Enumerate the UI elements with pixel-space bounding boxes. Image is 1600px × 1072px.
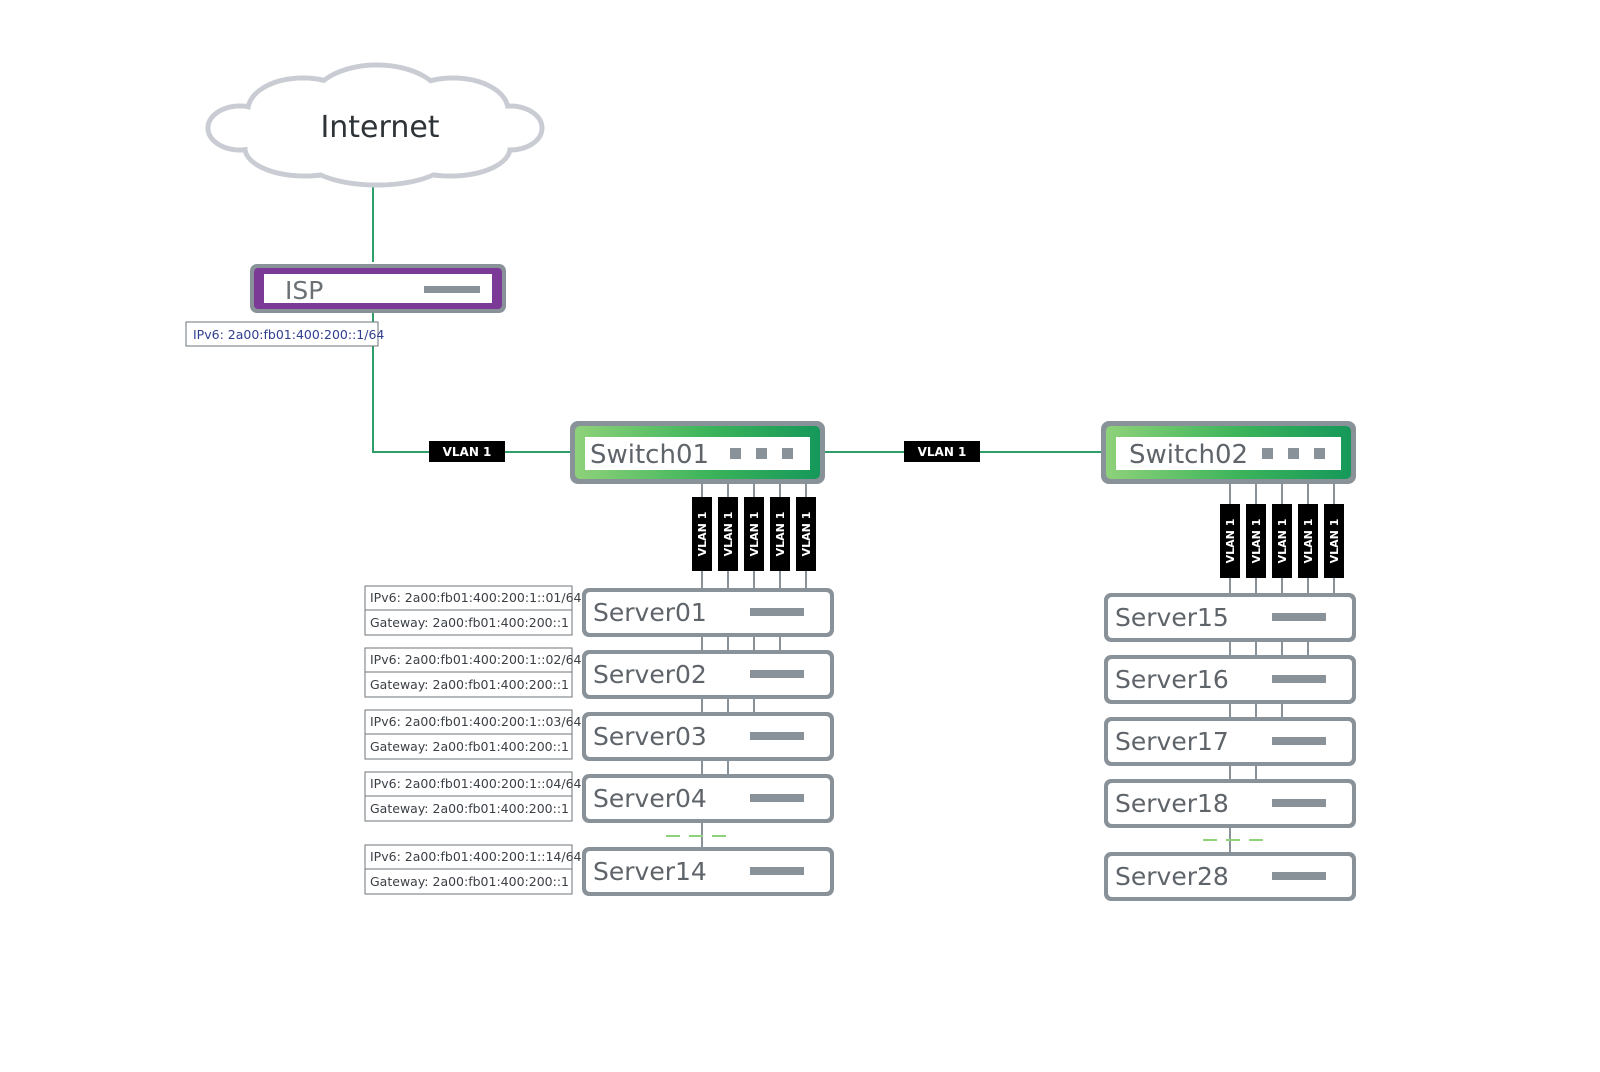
- server-label: Server01: [593, 598, 707, 627]
- isp-ipv6-label: IPv6: 2a00:fb01:400:200::1/64: [193, 327, 384, 342]
- server-gateway-label: Gateway: 2a00:fb01:400:200::1: [370, 874, 569, 889]
- server-label: Server15: [1115, 603, 1229, 632]
- vlan-tag-vertical: VLAN 1: [692, 497, 712, 571]
- switch02-port-dot: [1288, 448, 1299, 459]
- vlan-tag-vertical: VLAN 1: [1272, 504, 1292, 578]
- server-gateway-label: Gateway: 2a00:fb01:400:200::1: [370, 801, 569, 816]
- server-ip-box: IPv6: 2a00:fb01:400:200:1::04/64Gateway:…: [364, 771, 582, 822]
- server-port-indicator: [750, 670, 804, 678]
- server-gateway-label: Gateway: 2a00:fb01:400:200::1: [370, 615, 569, 630]
- server-left: Server01: [582, 588, 834, 637]
- server-ipv6-label: IPv6: 2a00:fb01:400:200:1::02/64: [370, 652, 582, 667]
- svg-text:VLAN 1: VLAN 1: [1328, 519, 1341, 564]
- server-ipv6-label: IPv6: 2a00:fb01:400:200:1::03/64: [370, 714, 582, 729]
- isp-label: ISP: [285, 276, 323, 305]
- vertical-vlan-tags: VLAN 1 VLAN 1 VLAN 1 VLAN 1 VLAN 1 VLAN 1 VLAN…: [692, 497, 1344, 578]
- vlan-tag-vertical: VLAN 1: [1220, 504, 1240, 578]
- svg-text:VLAN 1: VLAN 1: [722, 512, 735, 557]
- server-ipv6-label: IPv6: 2a00:fb01:400:200:1::04/64: [370, 776, 582, 791]
- link-isp-switch01: [372, 305, 572, 453]
- vlan-tag-switch01-switch02: VLAN 1: [904, 441, 980, 462]
- switch01-port-dot: [756, 448, 767, 459]
- server-port-indicator: [1272, 872, 1326, 880]
- svg-text:VLAN 1: VLAN 1: [1224, 519, 1237, 564]
- server-port-indicator: [1272, 799, 1326, 807]
- server-ipv6-label: IPv6: 2a00:fb01:400:200:1::01/64: [370, 590, 582, 605]
- vlan-tag-vertical: VLAN 1: [770, 497, 790, 571]
- vlan-tag-vertical: VLAN 1: [744, 497, 764, 571]
- svg-text:VLAN 1: VLAN 1: [1250, 519, 1263, 564]
- isp-router: ISP: [250, 264, 506, 313]
- server-right: Server28: [1104, 852, 1356, 901]
- server-label: Server04: [593, 784, 707, 813]
- server-right: Server15: [1104, 593, 1356, 642]
- isp-port-indicator: [424, 286, 480, 293]
- server-label: Server17: [1115, 727, 1229, 756]
- server-label: Server02: [593, 660, 707, 689]
- server-left: Server02: [582, 650, 834, 699]
- server-port-indicator: [750, 794, 804, 802]
- server-label: Server28: [1115, 862, 1229, 891]
- server-port-indicator: [750, 608, 804, 616]
- vlan-tag-vertical: VLAN 1: [718, 497, 738, 571]
- switch02-port-dot: [1314, 448, 1325, 459]
- svg-text:VLAN 1: VLAN 1: [748, 512, 761, 557]
- switch02: Switch02: [1101, 421, 1356, 484]
- switch02-port-dot: [1262, 448, 1273, 459]
- server-left: Server04: [582, 774, 834, 823]
- server-port-indicator: [1272, 737, 1326, 745]
- server-right: Server17: [1104, 717, 1356, 766]
- switch01-port-dot: [730, 448, 741, 459]
- server-label: Server03: [593, 722, 707, 751]
- server-label: Server16: [1115, 665, 1229, 694]
- server-label: Server18: [1115, 789, 1229, 818]
- links: [372, 183, 1102, 453]
- svg-text:VLAN 1: VLAN 1: [1276, 519, 1289, 564]
- server-ip-box: IPv6: 2a00:fb01:400:200:1::03/64Gateway:…: [364, 709, 582, 760]
- internet-cloud: Internet: [205, 62, 545, 188]
- server-port-indicator: [750, 867, 804, 875]
- switch01-label: Switch01: [590, 440, 709, 470]
- svg-text:VLAN 1: VLAN 1: [696, 512, 709, 557]
- isp-ip-box: IPv6: 2a00:fb01:400:200::1/64: [185, 321, 384, 347]
- server-port-indicator: [1272, 675, 1326, 683]
- switch01: Switch01: [570, 421, 825, 484]
- svg-text:VLAN 1: VLAN 1: [1302, 519, 1315, 564]
- svg-text:VLAN 1: VLAN 1: [800, 512, 813, 557]
- switch02-label: Switch02: [1129, 440, 1248, 470]
- vlan-tag-vertical: VLAN 1: [1246, 504, 1266, 578]
- internet-label: Internet: [320, 110, 439, 145]
- svg-text:VLAN 1: VLAN 1: [918, 445, 967, 459]
- server-label: Server14: [593, 857, 707, 886]
- svg-text:VLAN 1: VLAN 1: [774, 512, 787, 557]
- vlan-tag-vertical: VLAN 1: [1298, 504, 1318, 578]
- server-port-indicator: [1272, 613, 1326, 621]
- server-ipv6-label: IPv6: 2a00:fb01:400:200:1::14/64: [370, 849, 582, 864]
- server-ip-box: IPv6: 2a00:fb01:400:200:1::02/64Gateway:…: [364, 647, 582, 698]
- server-port-indicator: [750, 732, 804, 740]
- server-left: Server03: [582, 712, 834, 761]
- server-ip-box: IPv6: 2a00:fb01:400:200:1::01/64Gateway:…: [364, 585, 582, 636]
- vlan-tag-vertical: VLAN 1: [1324, 504, 1344, 578]
- switch01-port-dot: [782, 448, 793, 459]
- svg-text:VLAN 1: VLAN 1: [443, 445, 492, 459]
- server-right: Server18: [1104, 779, 1356, 828]
- server-gateway-label: Gateway: 2a00:fb01:400:200::1: [370, 677, 569, 692]
- vlan-tag-isp-switch01: VLAN 1: [429, 441, 505, 462]
- server-gateway-label: Gateway: 2a00:fb01:400:200::1: [370, 739, 569, 754]
- server-ip-box: IPv6: 2a00:fb01:400:200:1::14/64Gateway:…: [364, 844, 582, 895]
- vlan-tag-vertical: VLAN 1: [796, 497, 816, 571]
- server-right: Server16: [1104, 655, 1356, 704]
- servers-left-rack: Server01Server02Server03Server04Server14…: [364, 585, 834, 896]
- server-left: Server14: [582, 847, 834, 896]
